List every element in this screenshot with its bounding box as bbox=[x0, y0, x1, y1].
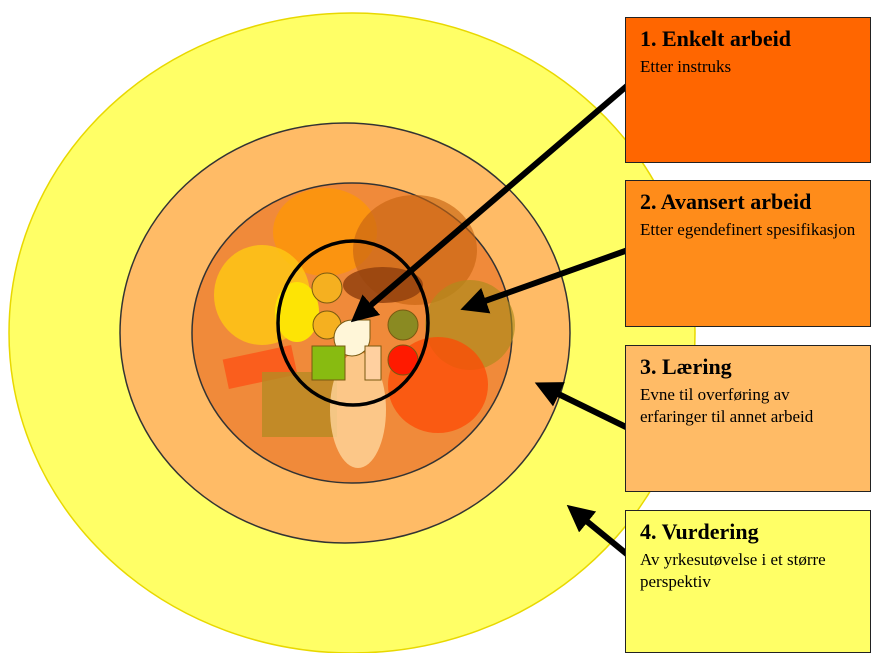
label-title-1: 1. Enkelt arbeid bbox=[640, 26, 791, 51]
label-desc-4: Av yrkesutøvelse i et større perspektiv bbox=[640, 550, 826, 591]
figure-green-square bbox=[311, 345, 346, 381]
label-desc-2: Etter egendefinert spesifikasjon bbox=[640, 220, 856, 239]
ring-1-enkelt bbox=[276, 239, 430, 407]
label-box-vurdering: 4. Vurdering Av yrkesutøvelse i et størr… bbox=[625, 510, 871, 653]
figure-pale-square bbox=[364, 345, 382, 381]
label-box-avansert-arbeid: 2. Avansert arbeid Etter egendefinert sp… bbox=[625, 180, 871, 327]
blob-pale-ellipse bbox=[330, 352, 386, 468]
blob-orange-top bbox=[273, 188, 377, 276]
label-desc-3: Evne til overføring av erfaringer til an… bbox=[640, 385, 814, 426]
figure-circle-top bbox=[311, 272, 343, 304]
arrow-4 bbox=[566, 504, 630, 558]
figure-circle-red bbox=[387, 344, 419, 376]
label-title-4: 4. Vurdering bbox=[640, 519, 759, 544]
core-blobs bbox=[214, 188, 515, 468]
label-box-laering: 3. Læring Evne til overføring av erfarin… bbox=[625, 345, 871, 492]
figure-circle-olive bbox=[387, 309, 419, 341]
label-desc-1: Etter instruks bbox=[640, 57, 732, 76]
blob-yellow-inner bbox=[275, 282, 319, 342]
label-title-3: 3. Læring bbox=[640, 354, 732, 379]
core-figures bbox=[311, 272, 419, 381]
arrow-1 bbox=[350, 82, 630, 323]
arrow-3 bbox=[534, 382, 630, 431]
label-title-2: 2. Avansert arbeid bbox=[640, 189, 812, 214]
label-box-enkelt-arbeid: 1. Enkelt arbeid Etter instruks bbox=[625, 17, 871, 163]
arrow-2 bbox=[460, 247, 630, 314]
